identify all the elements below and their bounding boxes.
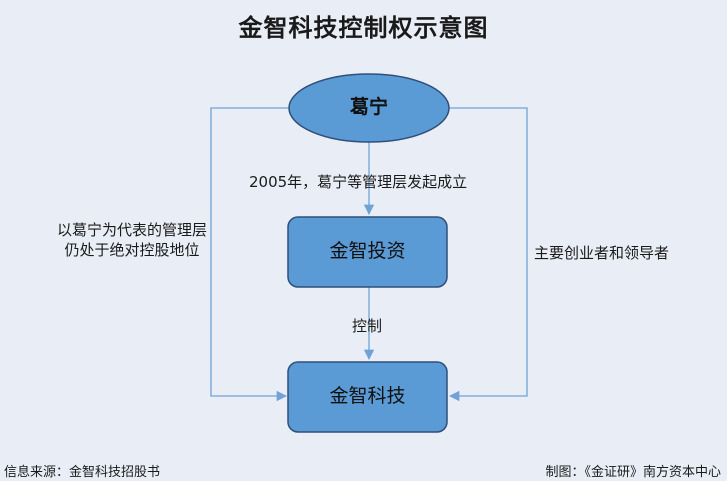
node-gening-label: 葛宁 [349, 96, 388, 118]
credit-note: 制图：《金证研》南方资本中心 [545, 465, 721, 480]
edge-left-path [210, 107, 289, 402]
source-note: 信息来源：金智科技招股书 [4, 465, 161, 480]
node-jinzhi-tech-label: 金智科技 [329, 385, 406, 407]
node-jinzhi-tech-shape [287, 361, 448, 433]
edge-label-left-path: 以葛宁为代表的管理层仍处于绝对控股地位 [56, 221, 207, 260]
edge-label-top-to-middle: 2005年，葛宁等管理层发起成立 [249, 173, 468, 191]
edge-right-path [448, 107, 528, 402]
node-jinzhi-investment-label: 金智投资 [329, 240, 406, 262]
diagram-title: 金智科技控制权示意图 [238, 14, 489, 42]
edge-label-right-path: 主要创业者和领导者 [534, 244, 670, 262]
node-jinzhi-investment-shape [287, 216, 448, 288]
edge-label-middle-to-bottom: 控制 [352, 317, 383, 335]
node-gening-shape [288, 73, 450, 143]
